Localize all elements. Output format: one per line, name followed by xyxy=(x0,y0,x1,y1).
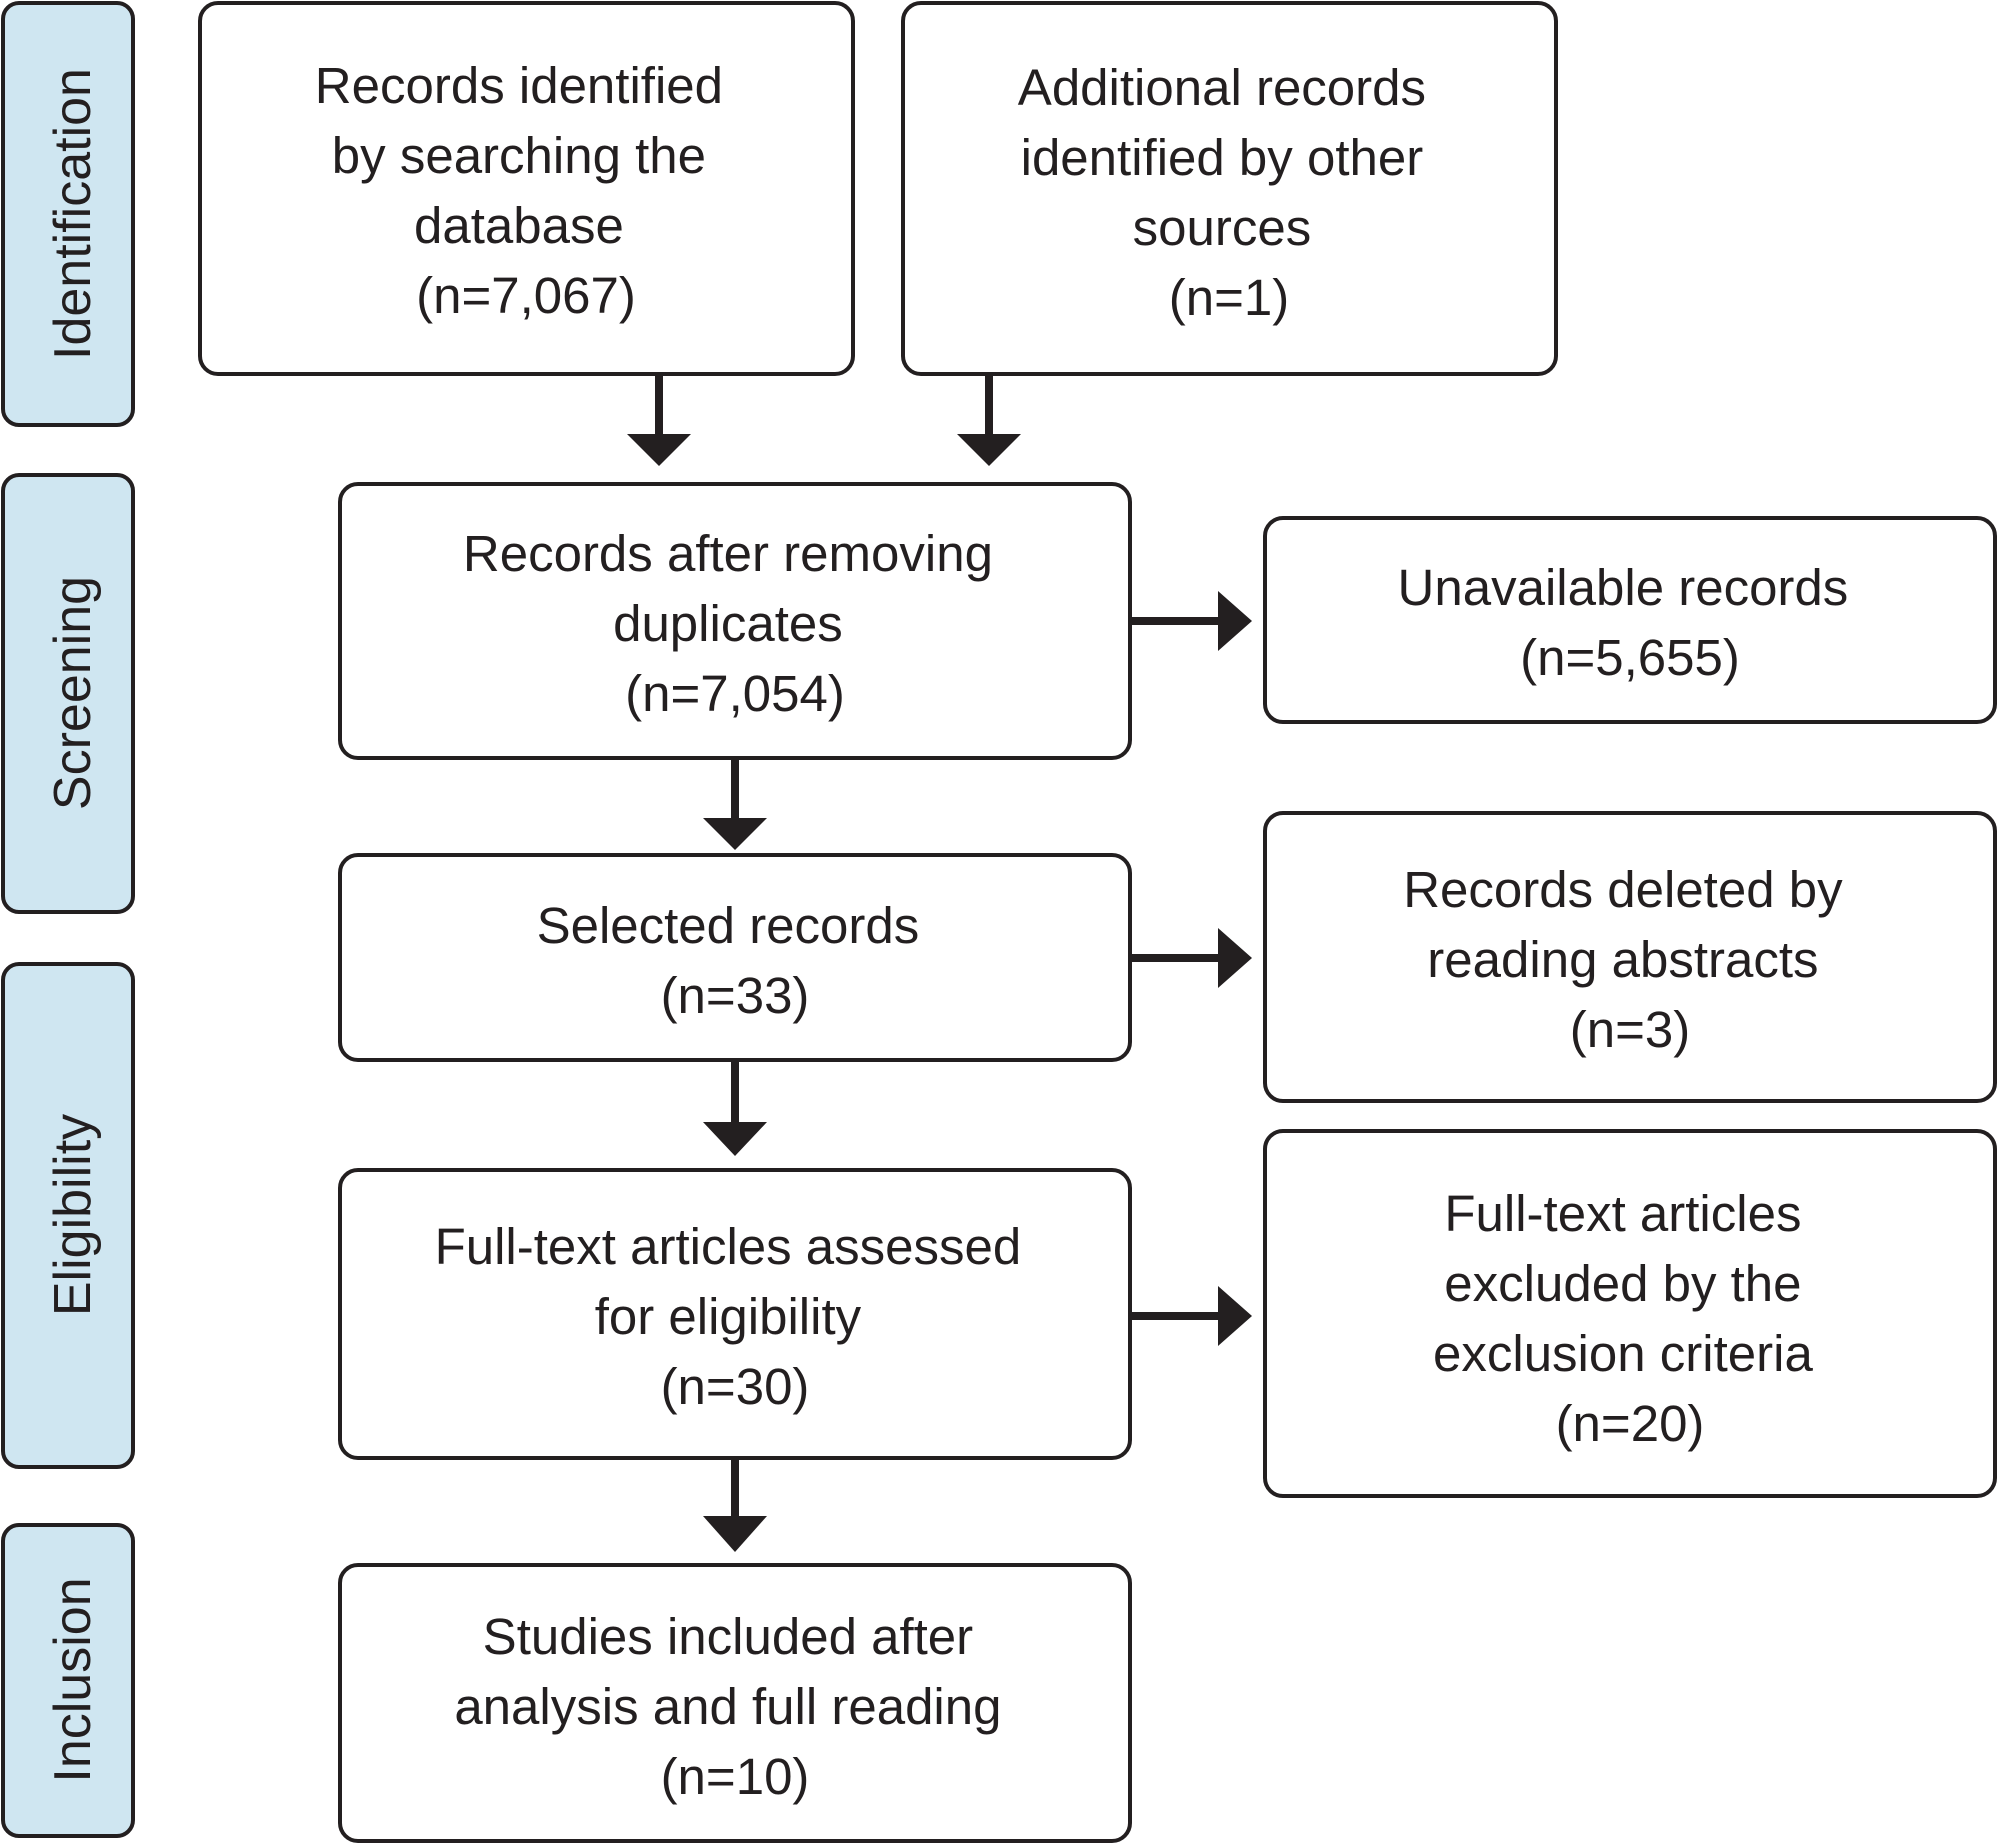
box-line: Selected records xyxy=(537,897,920,954)
svg-text:Full-text articles assessed: Full-text articles assessed for eligibil… xyxy=(435,1218,1036,1415)
arrow-head xyxy=(957,434,1021,466)
box-line: for eligibility xyxy=(595,1288,862,1345)
box-line: by searching the xyxy=(332,127,706,184)
box-deleted-abstracts: Records deleted by reading abstracts (n=… xyxy=(1263,811,1997,1103)
arrow-head xyxy=(703,818,767,850)
arrow-head xyxy=(703,1122,767,1156)
connectors xyxy=(627,374,1252,1552)
box-line: Additional records xyxy=(1018,59,1426,116)
box-database-records: Records identified by searching the data… xyxy=(198,1,855,376)
arrow-head xyxy=(703,1516,767,1552)
box-included: Studies included after analysis and full… xyxy=(338,1563,1132,1843)
box-other-sources: Additional records identified by other s… xyxy=(901,1,1558,376)
box-line: Full-text articles xyxy=(1444,1185,1801,1242)
box-line: Studies included after xyxy=(483,1608,973,1665)
stage-inclusion: Inclusion xyxy=(1,1523,135,1838)
stage-screening: Screening xyxy=(1,473,135,914)
stage-identification: Identification xyxy=(1,1,135,427)
arrow-head xyxy=(1218,1286,1252,1346)
box-selected: Selected records (n=33) xyxy=(338,853,1132,1062)
box-count: (n=3) xyxy=(1570,1001,1690,1058)
box-count: (n=5,655) xyxy=(1520,629,1740,686)
stage-eligibility: Eligibility xyxy=(1,962,135,1469)
box-line: Unavailable records xyxy=(1398,559,1849,616)
box-count: (n=33) xyxy=(661,967,810,1024)
box-count: (n=7,054) xyxy=(625,665,845,722)
box-count: (n=30) xyxy=(661,1358,810,1415)
box-count: (n=1) xyxy=(1169,269,1289,326)
svg-text:Unavailable records (n=5: Unavailable records (n=5,655) xyxy=(1398,559,1863,686)
svg-text:Full-text articles exclu: Full-text articles excluded by the exclu… xyxy=(1433,1185,1827,1452)
svg-text:Additional records ident: Additional records identified by other s… xyxy=(1018,59,1440,326)
box-unavailable: Unavailable records (n=5,655) xyxy=(1263,516,1997,724)
arrow-head xyxy=(1218,928,1252,988)
stage-identification-label: Identification xyxy=(44,68,102,360)
stage-eligibility-label: Eligibility xyxy=(44,1114,102,1316)
box-line: exclusion criteria xyxy=(1433,1325,1813,1382)
box-line: excluded by the xyxy=(1444,1255,1801,1312)
box-line: reading abstracts xyxy=(1427,931,1818,988)
box-count: (n=20) xyxy=(1556,1395,1705,1452)
box-line: identified by other xyxy=(1021,129,1424,186)
box-line: database xyxy=(414,197,624,254)
box-line: duplicates xyxy=(613,595,843,652)
box-line: analysis and full reading xyxy=(454,1678,1001,1735)
box-line: Records after removing xyxy=(463,525,993,582)
arrow-head xyxy=(1218,591,1252,651)
box-line: Full-text articles assessed xyxy=(435,1218,1022,1275)
stage-screening-label: Screening xyxy=(44,576,102,810)
svg-text:Selected records (n=33): Selected records (n=33) xyxy=(537,897,934,1024)
box-after-duplicates: Records after removing duplicates (n=7,0… xyxy=(338,482,1132,760)
box-count: (n=7,067) xyxy=(416,267,636,324)
svg-text:Records after removing d: Records after removing duplicates (n=7,0… xyxy=(463,525,1007,722)
box-count: (n=10) xyxy=(661,1748,810,1805)
arrow-head xyxy=(627,434,691,466)
box-full-text-assessed: Full-text articles assessed for eligibil… xyxy=(338,1168,1132,1460)
svg-text:Studies included after a: Studies included after analysis and full… xyxy=(454,1608,1015,1805)
svg-text:Records identified by se: Records identified by searching the data… xyxy=(315,57,737,324)
box-line: Records deleted by xyxy=(1403,861,1843,918)
svg-text:Records deleted by readi: Records deleted by reading abstracts (n=… xyxy=(1403,861,1857,1058)
stage-inclusion-label: Inclusion xyxy=(44,1577,102,1782)
box-line: Records identified xyxy=(315,57,723,114)
box-full-text-excluded: Full-text articles excluded by the exclu… xyxy=(1263,1129,1997,1498)
box-line: sources xyxy=(1133,199,1312,256)
